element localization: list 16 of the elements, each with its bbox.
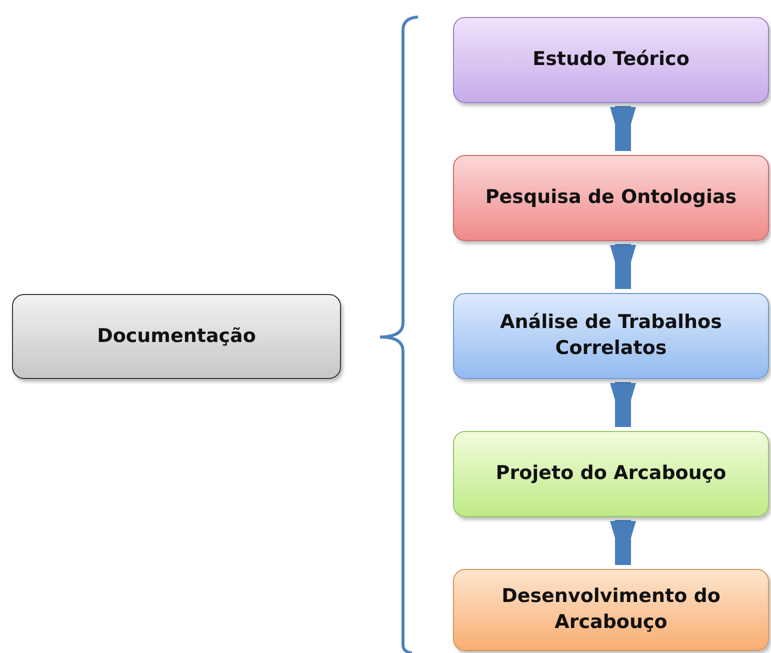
process-box (453, 155, 769, 241)
process-box (453, 17, 769, 103)
block-arrow (610, 520, 636, 565)
box-label: Análise de Trabalhos Correlatos (499, 310, 723, 361)
box-label: Documentação (96, 324, 257, 349)
process-box (453, 431, 769, 517)
box-label: Projeto do Arcabouço (494, 461, 728, 486)
process-box (453, 569, 769, 651)
process-box (453, 293, 769, 379)
block-arrow (610, 106, 636, 151)
process-box (12, 294, 341, 379)
block-arrow (610, 244, 636, 289)
block-arrow (610, 382, 636, 427)
box-label: Estudo Teórico (532, 47, 690, 72)
box-label: Pesquisa de Ontologias (484, 185, 738, 210)
box-label: Desenvolvimento do Arcabouço (500, 584, 722, 635)
